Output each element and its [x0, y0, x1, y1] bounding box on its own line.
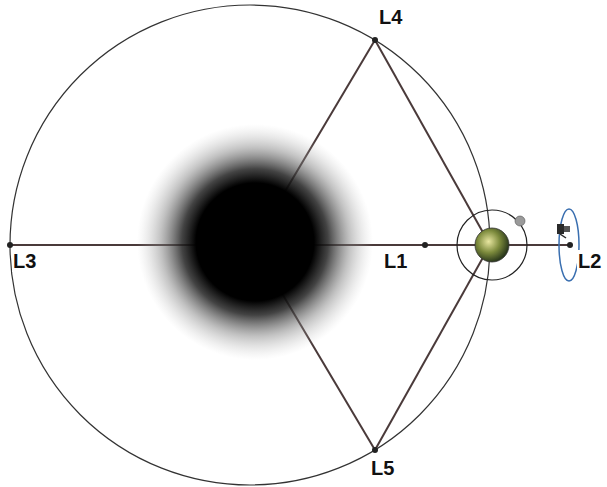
lagrange-label: L3 [12, 250, 37, 272]
satellite [557, 224, 570, 238]
moon-orbit [457, 210, 527, 280]
triangle-line [375, 245, 490, 450]
lagrange-label: L1 [383, 250, 408, 272]
halo-orbit [559, 209, 579, 281]
lagrange-label: L4 [378, 6, 403, 28]
point-dot [567, 242, 573, 248]
lagrange-label: L5 [370, 457, 395, 479]
triangle-line [375, 40, 490, 245]
earth [475, 228, 509, 262]
point-dot [7, 242, 13, 248]
point-dot [372, 37, 378, 43]
moon [515, 216, 525, 226]
lagrange-label: L2 [577, 250, 602, 272]
point-dot [422, 242, 428, 248]
point-dot [372, 447, 378, 453]
sun [137, 124, 373, 360]
